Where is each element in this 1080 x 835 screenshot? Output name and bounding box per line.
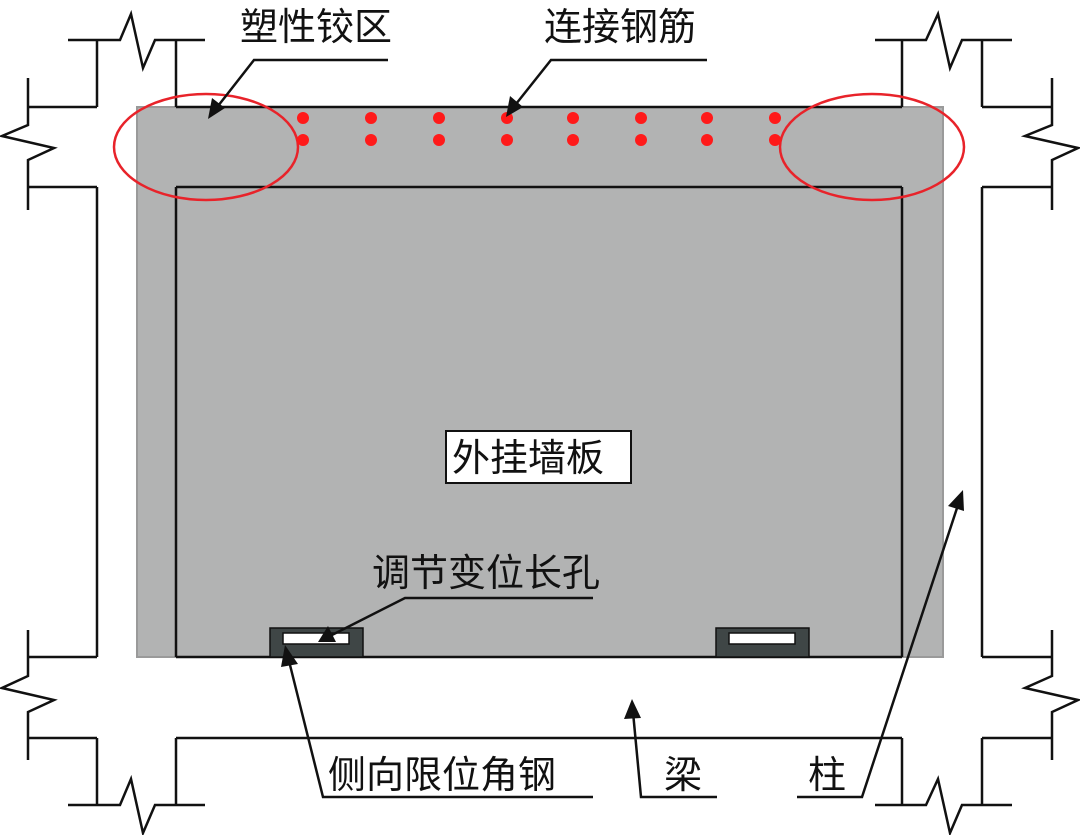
plastic-hinge-left <box>112 92 300 202</box>
label-adjustable-slot: 调节变位长孔 <box>372 551 600 595</box>
upper-left-column-break <box>68 9 205 73</box>
lower-left-beam-break <box>0 630 58 760</box>
rebar-dot <box>501 134 513 146</box>
upper-left-column <box>95 40 178 107</box>
rebar-dot <box>567 112 579 124</box>
arrowhead-angle <box>281 645 298 667</box>
arrowhead-slot <box>318 626 336 642</box>
label-column: 柱 <box>808 753 846 797</box>
leader-rebar <box>515 58 707 105</box>
lower-right-beam-break <box>1021 630 1080 760</box>
rebar-dot <box>365 134 377 146</box>
right-beam-break <box>1020 78 1080 210</box>
rebar-dot <box>297 134 309 146</box>
leader-angle <box>288 664 593 799</box>
arrowhead-column <box>948 490 964 511</box>
upper-right-column <box>900 40 984 107</box>
slot-left <box>282 632 350 645</box>
rebar-dot <box>365 112 377 124</box>
arrowhead-rebar <box>506 96 523 117</box>
label-plastic-hinge-zone: 塑性铰区 <box>240 5 392 49</box>
leader-lines <box>217 58 960 799</box>
label-beam: 梁 <box>664 753 702 797</box>
arrowhead-beam <box>624 699 641 719</box>
rebar-dot <box>769 112 781 124</box>
rebar-dot <box>433 134 445 146</box>
rebar-dot <box>501 112 513 124</box>
leader-slot <box>329 596 593 638</box>
lower-right-column-break <box>875 775 1012 835</box>
arrowhead-plastic-hinge <box>208 98 225 119</box>
arrowheads <box>208 96 964 719</box>
upper-right-column-break <box>875 10 1012 73</box>
lower-left-column <box>95 738 178 805</box>
rebar-dot <box>769 134 781 146</box>
rebar-dot <box>635 134 647 146</box>
leader-column <box>797 504 960 799</box>
label-cladding-panel: 外挂墙板 <box>452 436 604 480</box>
rebar-dot <box>567 134 579 146</box>
plastic-hinge-right <box>778 92 966 202</box>
leader-plastic-hinge <box>217 58 388 107</box>
cladding-panel <box>136 106 944 658</box>
right-column <box>900 187 984 657</box>
rebar-dot <box>701 134 713 146</box>
rebar-dot <box>635 112 647 124</box>
lower-right-column <box>900 738 984 805</box>
rebar-dot <box>433 112 445 124</box>
slot-right <box>728 632 796 645</box>
leader-beam <box>631 711 717 799</box>
rebar-dot <box>297 112 309 124</box>
left-beam-break <box>0 78 58 210</box>
left-column <box>95 187 178 657</box>
connecting-rebar-dots <box>297 112 781 146</box>
panel-label-box <box>445 430 632 484</box>
lower-left-column-break <box>68 774 205 835</box>
label-connecting-rebar: 连接钢筋 <box>544 5 696 49</box>
rebar-dot <box>701 112 713 124</box>
label-lateral-restraint-angle: 侧向限位角钢 <box>328 753 556 797</box>
